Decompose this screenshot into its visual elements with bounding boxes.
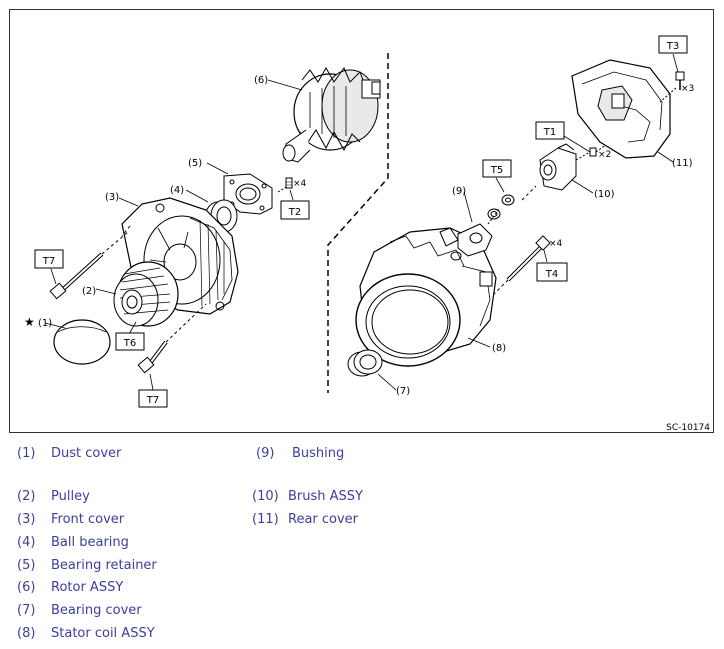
legend-label: Rotor ASSY [51, 580, 124, 595]
legend-label: Brush ASSY [288, 489, 363, 504]
legend-label: Bearing retainer [51, 558, 157, 573]
legend-label: Dust cover [51, 446, 122, 461]
legend-item-ball-bearing: (4) Ball bearing [17, 535, 129, 550]
pulley-drawing [113, 261, 179, 327]
legend-number: (9) [256, 446, 275, 461]
callout-10: (10) [594, 189, 615, 200]
legend-label: Bushing [292, 446, 345, 461]
dust-cover-drawing [53, 319, 111, 365]
callout-6: (6) [254, 75, 268, 86]
legend-number: (1) [17, 446, 36, 461]
torque-tag-t7-upper-box [34, 249, 64, 269]
torque-tag-t4-box [536, 262, 568, 282]
screw-t3-drawing [659, 71, 685, 103]
callout-2: (2) [82, 286, 96, 297]
legend-number: (8) [17, 626, 36, 641]
legend-item-rotor-assy: (6) Rotor ASSY [17, 580, 123, 595]
torque-tag-t3: T3 [666, 41, 679, 52]
legend-item-rear-cover: (11) Rear cover [252, 512, 358, 527]
bolt-t7-lower-drawing [137, 303, 207, 374]
bolt-t7-upper-drawing [49, 231, 129, 300]
legend-item-pulley: (2) Pulley [17, 489, 90, 504]
legend-item-bearing-retainer: (5) Bearing retainer [17, 558, 157, 573]
legend-item-bearing-cover: (7) Bearing cover [17, 603, 142, 618]
bearing-cover-drawing [347, 349, 383, 377]
rotor-assy-drawing [282, 66, 381, 163]
torque-tag-t5: T5 [490, 165, 503, 176]
alternator-exploded-view: T7 T6 T7 T2 T5 T4 T1 T3 ★ (1) (2) (3) (4… [24, 35, 710, 433]
callout-3: (3) [105, 192, 119, 203]
legend-number: (4) [17, 535, 36, 550]
legend-label: Bearing cover [51, 603, 142, 618]
assembly-dashed-line [327, 53, 389, 393]
legend-number: (2) [17, 489, 36, 504]
torque-tag-t6: T6 [123, 338, 136, 349]
quantity-brush-screws: ×2 [598, 150, 611, 160]
legend-label: Pulley [51, 489, 90, 504]
callout-11: (11) [672, 158, 693, 169]
legend-number: (3) [17, 512, 36, 527]
callout-1: (1) [38, 318, 52, 329]
bushing-drawing [457, 194, 515, 257]
callout-4: (4) [170, 185, 184, 196]
quantity-rotor-screws: ×4 [293, 179, 307, 189]
exploded-diagram: T7 T6 T7 T2 T5 T4 T1 T3 ★ (1) (2) (3) (4… [9, 9, 714, 433]
brush-assy-drawing [521, 143, 577, 201]
torque-tag-t7-upper: T7 [42, 256, 55, 267]
legend-label: Stator coil ASSY [51, 626, 155, 641]
legend-item-brush-assy: (10) Brush ASSY [252, 489, 363, 504]
torque-tag-t7-lower: T7 [146, 395, 159, 406]
legend-number: (5) [17, 558, 36, 573]
legend-item-bushing: (9) Bushing [256, 446, 344, 461]
torque-tag-t5-box [482, 159, 512, 178]
bolt-t4-drawing [493, 235, 551, 295]
legend-item-stator-coil-assy: (8) Stator coil ASSY [17, 626, 155, 641]
rear-cover-drawing [571, 59, 671, 159]
torque-tag-t1-box [535, 121, 565, 140]
torque-tag-t2: T2 [288, 207, 301, 218]
legend-label: Ball bearing [51, 535, 129, 550]
quantity-rear-cover-screws: ×3 [681, 84, 694, 94]
legend-number: (11) [252, 512, 279, 527]
legend-number: (6) [17, 580, 36, 595]
screw-t2-drawing [277, 177, 293, 193]
bearing-retainer-drawing [223, 173, 273, 215]
legend-label: Rear cover [288, 512, 359, 527]
legend-number: (10) [252, 489, 279, 504]
callout-8: (8) [492, 343, 506, 354]
legend-number: (7) [17, 603, 36, 618]
torque-tag-t6-box [115, 332, 145, 351]
callout-5: (5) [188, 158, 202, 169]
legend-label: Front cover [51, 512, 125, 527]
torque-tag-t2-box [280, 200, 310, 220]
callout-9: (9) [452, 186, 466, 197]
figure-code: SC-10174 [666, 423, 710, 433]
legend-item-dust-cover: (1) Dust cover [17, 446, 121, 461]
quantity-stator-bolts: ×4 [549, 239, 563, 249]
callout-7: (7) [396, 386, 410, 397]
torque-tag-t1: T1 [543, 127, 556, 138]
legend-item-front-cover: (3) Front cover [17, 512, 124, 527]
star-mark: ★ [24, 315, 35, 329]
torque-tag-t3-box [658, 35, 688, 54]
torque-tag-t4: T4 [545, 269, 558, 280]
stator-coil-assy-drawing [355, 227, 497, 367]
torque-tag-t7-lower-box [138, 389, 168, 408]
